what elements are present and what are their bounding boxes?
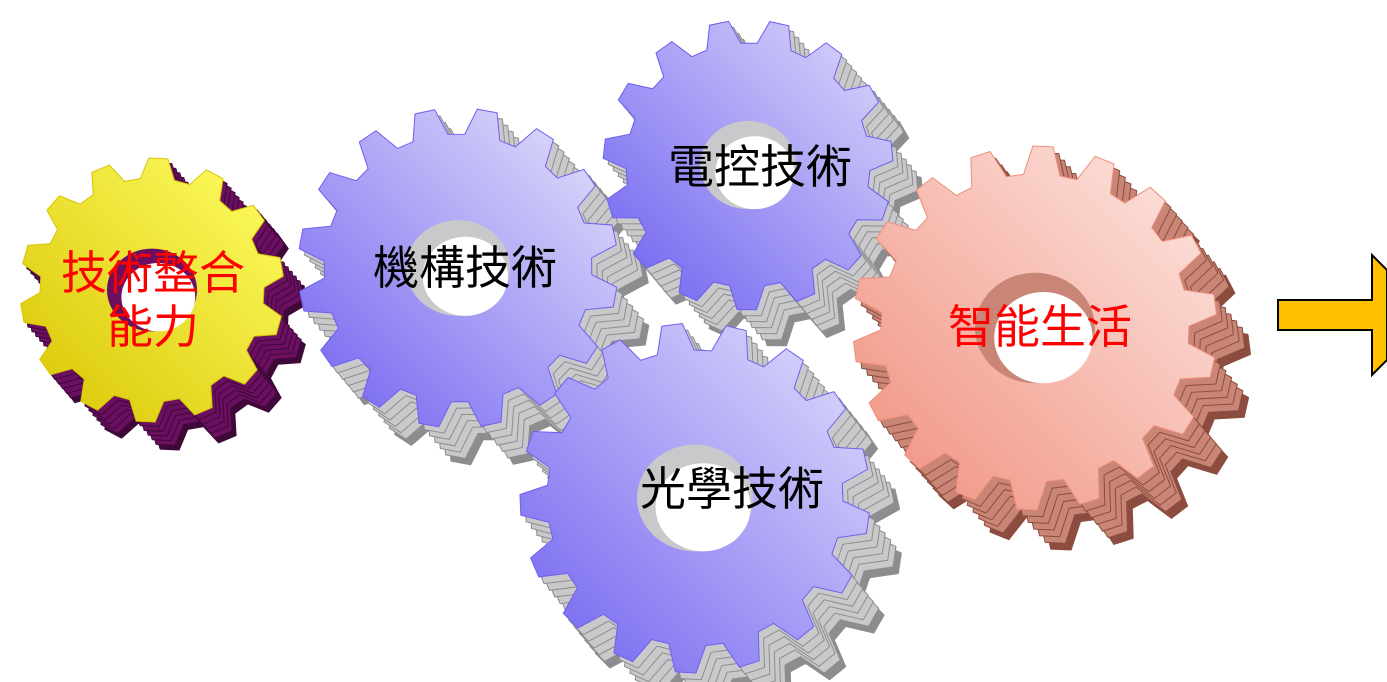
gear-hole: [655, 463, 751, 552]
gear-label-smart-life: 智能生活: [930, 300, 1150, 354]
gear-label-line: 技術整合: [61, 246, 245, 300]
gear-label-line: 電控技術: [668, 140, 852, 194]
gear-hole: [422, 236, 508, 316]
gear-label-line: 光學技術: [640, 462, 824, 516]
gear-hole: [994, 292, 1093, 384]
gear-hole: [715, 136, 795, 210]
gear-integration: [20, 157, 308, 451]
gear-label-mechanism: 機構技術: [350, 241, 580, 295]
gear-optics: [519, 322, 902, 682]
gear-hole: [121, 263, 196, 332]
gear-electrical: [602, 20, 924, 347]
gear-label-line: 智能生活: [948, 300, 1132, 354]
gear-label-integration: 技術整合能力: [48, 246, 258, 354]
gear-label-line: 機構技術: [373, 241, 557, 295]
gear-smart-life: [852, 145, 1252, 551]
gear-label-electrical: 電控技術: [650, 140, 870, 194]
gear-label-line: 能力: [107, 300, 199, 354]
gear-label-optics: 光學技術: [612, 462, 852, 516]
right-arrow: [1277, 252, 1387, 378]
gear-mechanism: [298, 108, 650, 466]
